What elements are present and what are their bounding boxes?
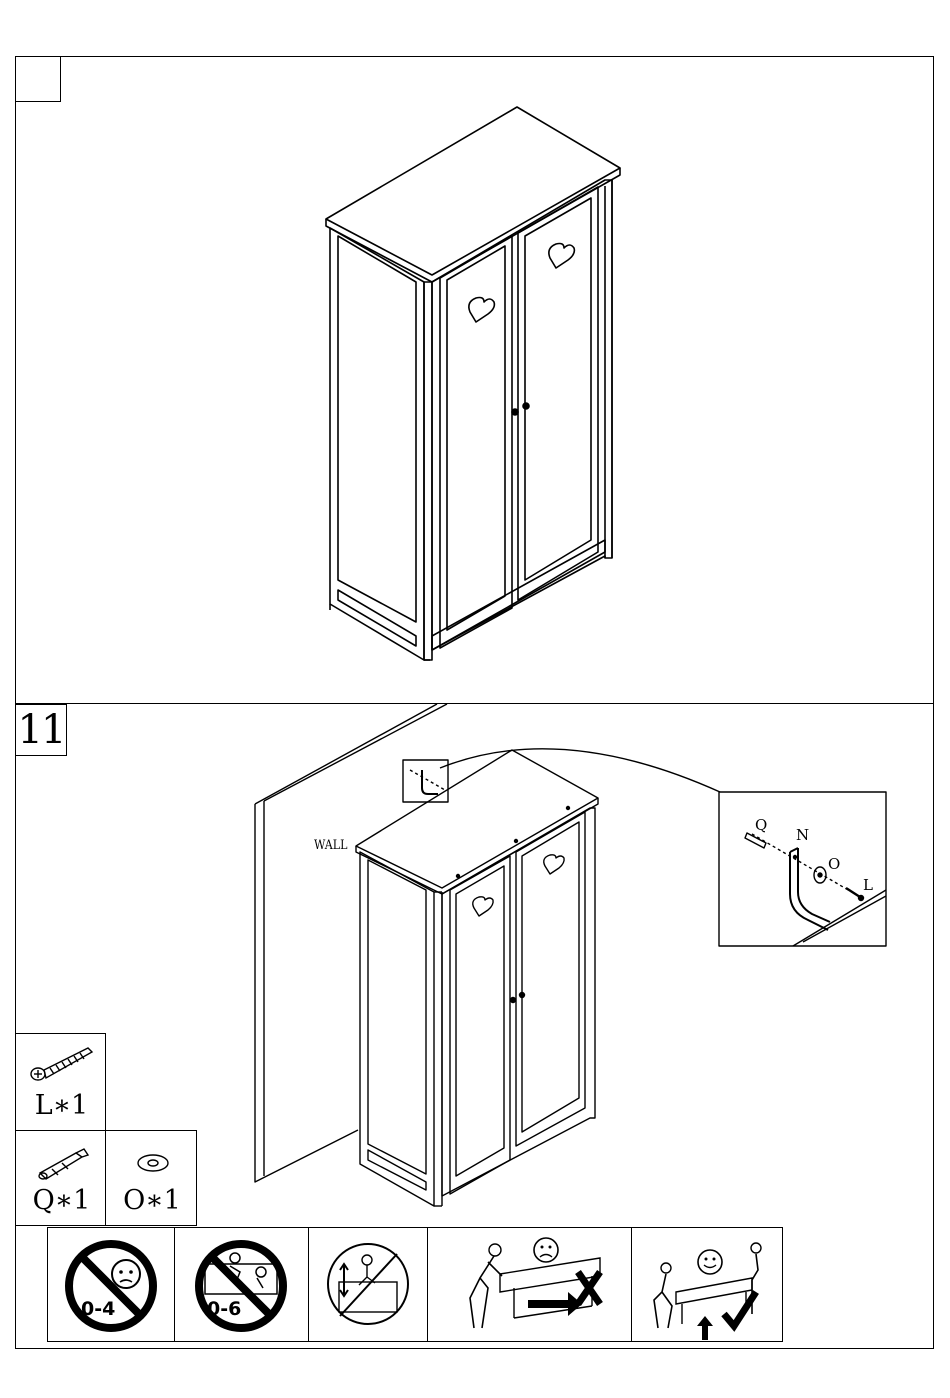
- wall-plug-icon: [16, 1131, 107, 1191]
- no-children-under-6-icon: [175, 1228, 309, 1341]
- parts-cell-washer: O∗1: [105, 1130, 197, 1226]
- lift-to-move-icon: [632, 1228, 782, 1341]
- wall-outline: [255, 704, 437, 804]
- warning-cell-no-climbing: [309, 1228, 428, 1341]
- wall-label: WALL: [314, 838, 347, 853]
- safety-warnings-strip: 0-4 0-6: [47, 1227, 783, 1342]
- detail-letter-q: Q: [755, 816, 767, 834]
- parts-label-l: L∗1: [16, 1090, 107, 1121]
- do-not-drag-icon: [428, 1228, 632, 1341]
- warning-cell-0-4: 0-4: [48, 1228, 175, 1341]
- warning-cell-do-not-drag: [428, 1228, 632, 1341]
- no-climbing-icon: [309, 1228, 428, 1341]
- warning-cell-0-6: 0-6: [175, 1228, 309, 1341]
- warning-cell-lift-to-move: [632, 1228, 782, 1341]
- no-children-under-4-icon: [48, 1228, 175, 1341]
- washer-icon: [106, 1131, 198, 1191]
- detail-letter-o: O: [828, 855, 840, 873]
- parts-cell-wall-plug: Q∗1: [15, 1130, 106, 1226]
- age-label-0-6: 0-6: [207, 1298, 241, 1320]
- screw-icon: [16, 1034, 107, 1094]
- parts-cell-screw: L∗1: [15, 1033, 106, 1131]
- parts-label-q: Q∗1: [16, 1185, 107, 1216]
- detail-letter-l: L: [863, 876, 873, 894]
- parts-label-o: O∗1: [106, 1185, 198, 1216]
- age-label-0-4: 0-4: [81, 1298, 115, 1320]
- detail-letter-n: N: [796, 826, 809, 844]
